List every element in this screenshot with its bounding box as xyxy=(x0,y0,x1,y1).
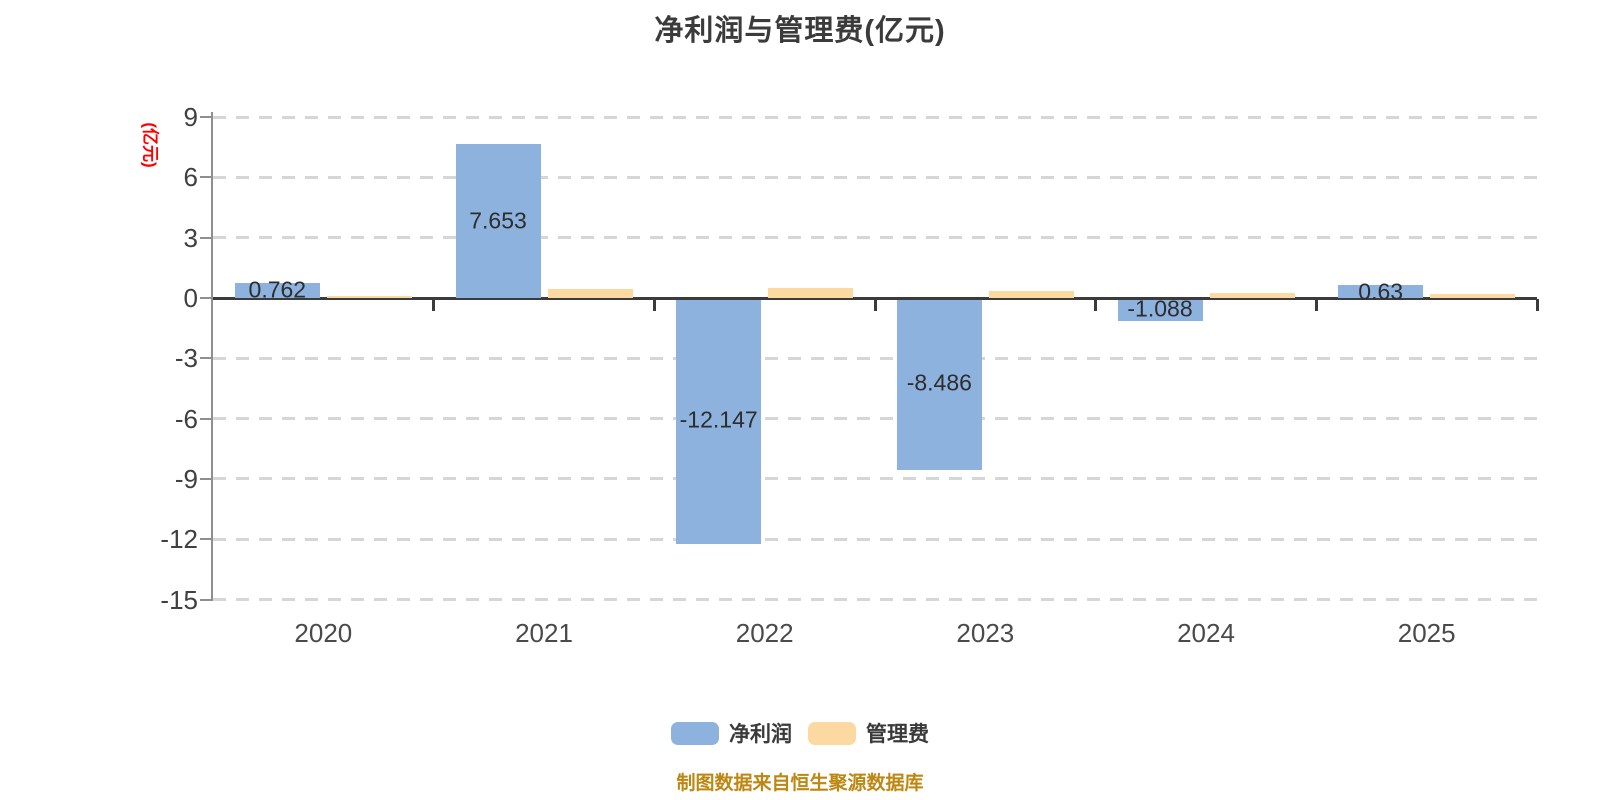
y-tick-label-3: 3 xyxy=(183,222,198,253)
management-fee-swatch-icon xyxy=(808,721,856,745)
y-tick-label--6: -6 xyxy=(174,403,198,434)
y-tick-label--3: -3 xyxy=(174,343,198,374)
net-profit-bar-2023 xyxy=(896,299,982,471)
legend-entry-net-profit: 净利润 xyxy=(671,718,792,748)
gridline-y-9 xyxy=(213,115,1537,119)
management-fee-bar-2025 xyxy=(1430,294,1516,298)
x-tick-label-2023: 2023 xyxy=(956,618,1015,648)
gridline-y--9 xyxy=(213,477,1537,481)
bar-value-label-2024: -1.088 xyxy=(1127,295,1193,322)
y-tick-label-0: 0 xyxy=(183,283,198,313)
legend-label-management-fee: 管理费 xyxy=(866,723,929,746)
net-profit-bar-2025 xyxy=(1338,285,1424,298)
x-axis-tick-2 xyxy=(652,299,656,311)
x-axis-zero-line xyxy=(213,296,1537,300)
legend-entry-management-fee: 管理费 xyxy=(808,718,929,748)
y-tick-label-6: 6 xyxy=(183,162,198,193)
bar-value-label-2023: -8.486 xyxy=(906,369,972,396)
x-tick-label-2025: 2025 xyxy=(1397,618,1456,648)
y-axis-tick--12 xyxy=(200,538,213,541)
management-fee-bar-2021 xyxy=(547,288,633,298)
gridline-y-6 xyxy=(213,175,1537,179)
gridline-y--12 xyxy=(213,537,1537,541)
gridline-y--15 xyxy=(213,598,1537,601)
gridline-y-3 xyxy=(213,236,1537,240)
y-axis-tick-6 xyxy=(200,176,213,179)
management-fee-bar-2024 xyxy=(1209,292,1295,298)
gridline-y--3 xyxy=(213,356,1537,360)
y-axis-tick--6 xyxy=(200,417,213,420)
legend-label-net-profit: 净利润 xyxy=(729,723,792,746)
y-axis-tick-3 xyxy=(200,236,213,239)
chart-title: 净利润与管理费(亿元) xyxy=(654,15,946,47)
x-axis-tick-3 xyxy=(873,299,877,311)
x-axis-tick-5 xyxy=(1314,299,1318,311)
net-profit-bar-2022 xyxy=(676,299,762,544)
x-tick-label-2021: 2021 xyxy=(515,618,573,648)
x-axis-tick-4 xyxy=(1094,299,1098,311)
management-fee-bar-2023 xyxy=(988,290,1074,298)
bar-value-label-2020: 0.762 xyxy=(248,276,307,303)
x-axis-tick-1 xyxy=(432,299,436,311)
bar-value-label-2025: 0.63 xyxy=(1358,278,1404,305)
y-tick-label--12: -12 xyxy=(160,524,198,555)
y-axis-tick-9 xyxy=(200,116,213,119)
y-tick-label--9: -9 xyxy=(174,463,198,494)
gridline-y--6 xyxy=(213,417,1537,421)
bar-value-label-2021: 7.653 xyxy=(469,207,527,234)
y-axis-line xyxy=(211,112,213,600)
bar-value-label-2022: -12.147 xyxy=(679,406,758,433)
net-profit-bar-2021 xyxy=(455,144,541,298)
y-axis-tick--3 xyxy=(200,357,213,360)
data-source-note: 制图数据来自恒生聚源数据库 xyxy=(676,773,924,794)
y-tick-label-9: 9 xyxy=(183,102,198,133)
y-tick-label--15: -15 xyxy=(160,584,198,615)
net-profit-bar-2024 xyxy=(1117,299,1203,322)
x-tick-label-2024: 2024 xyxy=(1177,618,1235,648)
x-tick-label-2022: 2022 xyxy=(735,618,794,648)
management-fee-bar-2020 xyxy=(326,296,412,298)
management-fee-bar-2022 xyxy=(768,287,854,298)
legend: 净利润 管理费 xyxy=(0,718,1600,748)
y-axis-tick-0 xyxy=(200,297,213,299)
net-profit-bar-2020 xyxy=(234,282,320,298)
y-axis-tick--15 xyxy=(200,598,213,601)
x-axis-tick-6 xyxy=(1535,299,1539,311)
y-axis-tick--9 xyxy=(200,477,213,480)
x-tick-label-2020: 2020 xyxy=(294,618,353,648)
net-profit-swatch-icon xyxy=(671,721,719,745)
